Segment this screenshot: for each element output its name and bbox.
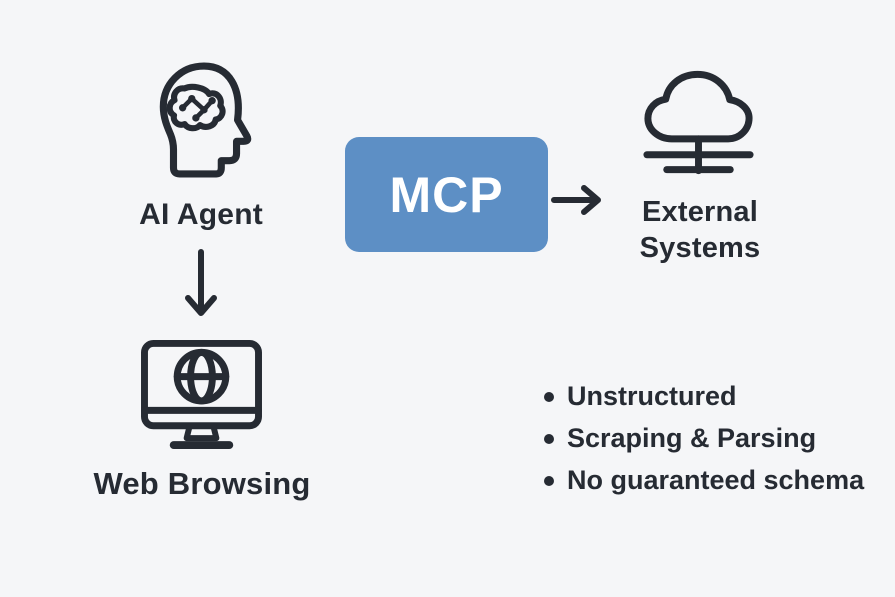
bullet-text: Scraping & Parsing	[567, 423, 817, 453]
external-systems-label: External Systems	[639, 196, 761, 265]
ai-agent-label: AI Agent	[139, 198, 263, 231]
bullet-icon	[544, 391, 554, 402]
web-browsing-label: Web Browsing	[93, 466, 311, 501]
cloud-network-icon	[636, 65, 761, 179]
notes-list: Unstructured Scraping & Parsing No guara…	[544, 381, 864, 496]
arrow-right-icon	[551, 182, 613, 218]
mcp-node: MCP	[345, 137, 548, 252]
brain-head-icon	[147, 60, 261, 180]
bullet-text: No guaranteed schema	[567, 465, 865, 495]
list-item: No guaranteed schema	[544, 465, 864, 496]
monitor-globe-icon	[137, 336, 266, 453]
bullet-text: Unstructured	[567, 381, 737, 411]
bullet-icon	[544, 433, 554, 444]
list-item: Scraping & Parsing	[544, 423, 864, 454]
list-item: Unstructured	[544, 381, 864, 412]
bullet-icon	[544, 475, 554, 486]
arrow-down-icon	[183, 249, 219, 327]
mcp-label: MCP	[389, 166, 504, 223]
